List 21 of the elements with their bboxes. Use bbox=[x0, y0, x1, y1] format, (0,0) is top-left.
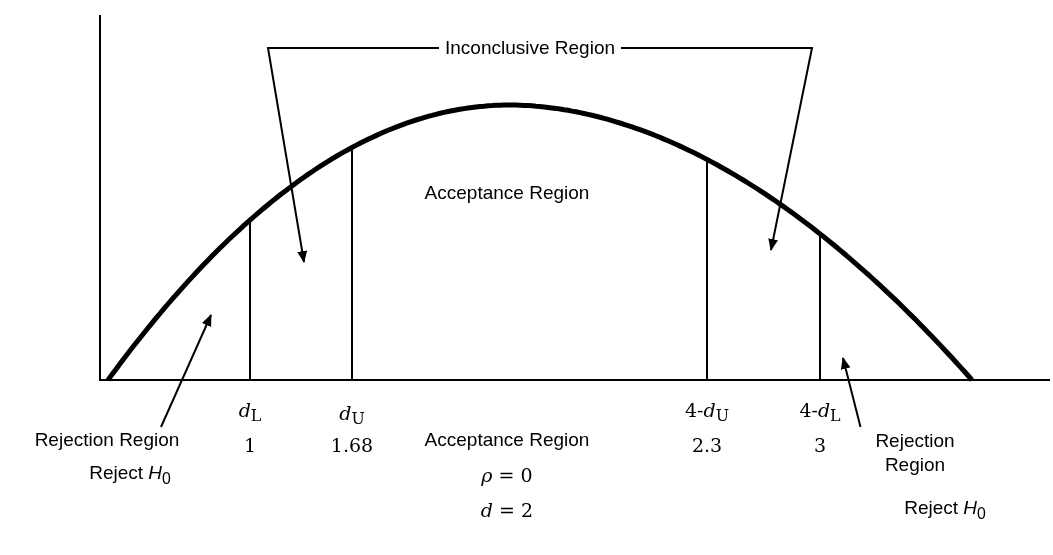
leader-arrow bbox=[620, 47, 814, 251]
region-label: Inconclusive Region bbox=[445, 37, 615, 59]
region-label: Acceptance Region bbox=[424, 182, 590, 204]
axis-value: 1 bbox=[243, 434, 257, 456]
decision-label: Reject H$_{0}$ bbox=[904, 497, 986, 523]
region-label: Acceptance Region bbox=[424, 429, 590, 451]
leader-arrow bbox=[266, 47, 440, 263]
symbol-label: d$_{L}$ bbox=[238, 398, 262, 426]
symbol-label: 4-d$_{U}$ bbox=[685, 398, 729, 426]
axis-value: 1.68 bbox=[330, 434, 374, 456]
symbol-label: 4-d$_{L}$ bbox=[799, 398, 841, 426]
leader-arrow bbox=[840, 357, 862, 428]
region-label: Rejection Region bbox=[865, 429, 965, 477]
axis-value: 2.3 bbox=[691, 434, 723, 456]
decision-label: Reject H$_{0}$ bbox=[89, 462, 171, 488]
formula-label: ρ = 0 bbox=[481, 464, 533, 486]
formula-label: d = 2 bbox=[480, 499, 534, 521]
region-label: Rejection Region bbox=[34, 429, 180, 451]
leader-arrow bbox=[160, 314, 212, 428]
axis-value: 3 bbox=[813, 434, 827, 456]
symbol-label: d$_{U}$ bbox=[339, 401, 365, 429]
